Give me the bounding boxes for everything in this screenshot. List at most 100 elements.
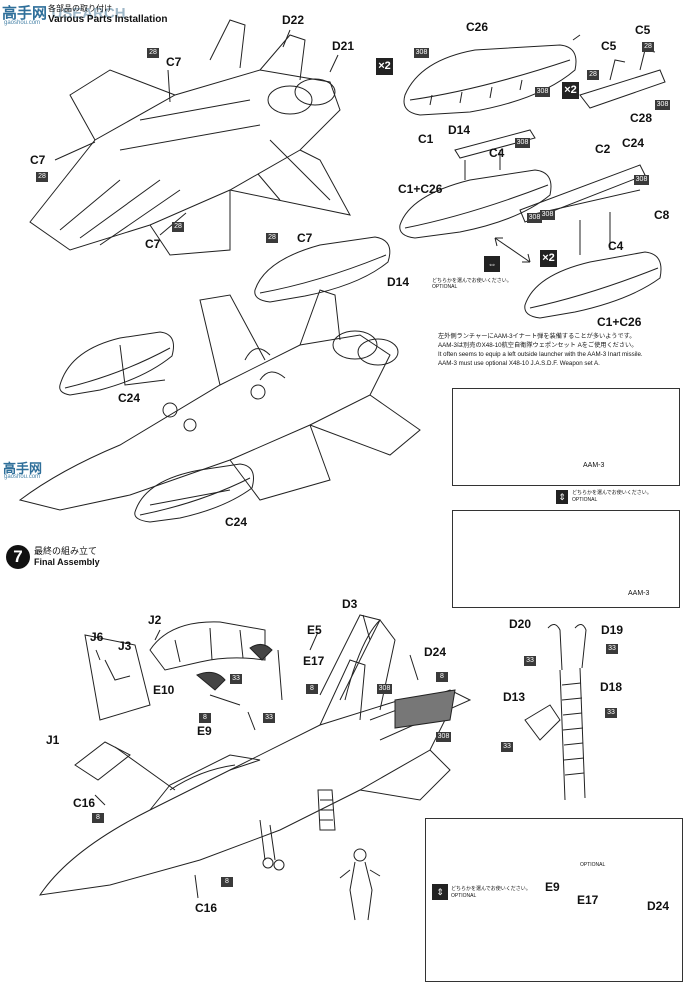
part-c26: C26	[466, 20, 489, 34]
part-e9-b: E9	[545, 880, 560, 894]
step6-title-en: Various Parts Installation	[48, 14, 168, 25]
step6-title-jp: 各部品の取り付け	[48, 4, 112, 13]
part-d19: D19	[601, 623, 624, 637]
optional-text-jp-d: どちらかを選んでお使いください。	[451, 886, 531, 892]
aam3-label-bottom: AAM-3	[628, 590, 650, 597]
color-28-b: 28	[36, 172, 48, 182]
part-j1: J1	[46, 733, 60, 747]
color-28-f: 28	[642, 42, 654, 52]
part-c24-c: C24	[225, 515, 248, 529]
color-8-e: 8	[221, 877, 233, 887]
aam3-note-line4: AAM-3 must use optional X48-10 J.A.S.D.F…	[438, 360, 600, 367]
watermark-url-2: gaoshou.com	[4, 474, 41, 480]
top-aircraft-fuselage	[29, 69, 341, 251]
aam3-label-top: AAM-3	[583, 462, 605, 469]
color-308-d: 308	[515, 138, 530, 148]
part-c24-b: C24	[118, 391, 141, 405]
part-c1: C1	[418, 132, 434, 146]
color-33-b: 33	[263, 713, 275, 723]
color-308-g: 308	[540, 210, 555, 220]
part-e5: E5	[307, 623, 322, 637]
middle-aircraft-fuselage	[18, 334, 391, 511]
part-c5-b: C5	[635, 23, 651, 37]
color-308-c: 308	[655, 100, 670, 110]
color-28-c: 28	[172, 222, 184, 232]
color-33-a: 33	[230, 674, 242, 684]
part-j2: J2	[148, 613, 162, 627]
part-d18: D18	[600, 680, 623, 694]
part-c7-d: C7	[297, 231, 313, 245]
part-d13: D13	[503, 690, 526, 704]
multiplier-x2-b: ×2	[562, 82, 579, 99]
part-e17-b: E17	[577, 893, 599, 907]
watermark-url: gaoshou.com	[4, 20, 41, 26]
part-j3: J3	[118, 639, 132, 653]
color-8-b: 8	[199, 713, 211, 723]
aam3-option-box-top	[452, 388, 680, 486]
ladder-d18	[559, 667, 586, 801]
part-c1-c26-b: C1+C26	[597, 315, 642, 329]
color-308-i: 308	[377, 684, 392, 694]
color-308-a: 308	[414, 48, 429, 58]
part-d3: D3	[342, 597, 358, 611]
color-33-c: 33	[524, 656, 536, 666]
color-8-c: 8	[436, 672, 448, 682]
optional-icon-d: ⇕	[432, 884, 448, 900]
part-d24-b: D24	[647, 899, 670, 913]
watermark-brand: USEARCH	[51, 5, 126, 22]
aam3-note-line2: AAM-3は別売のX48-10航空自衛隊ウェポンセット Aをご使用ください。	[438, 342, 638, 349]
color-33-d: 33	[606, 644, 618, 654]
part-c16-b: C16	[195, 901, 218, 915]
step7-title-en: Final Assembly	[34, 557, 100, 567]
part-c7-c: C7	[145, 237, 161, 251]
aam3-option-box-bottom	[452, 510, 680, 608]
part-j6: J6	[90, 630, 104, 644]
final-aircraft-fuselage	[38, 699, 446, 896]
color-308-f: 308	[634, 175, 649, 185]
optional-text-jp-b: どちらかを選んでお使いください。	[572, 490, 652, 496]
aam3-note-line3: It often seems to equip a left outside l…	[438, 351, 643, 358]
optional-text-en-a: OPTIONAL	[432, 284, 458, 290]
tank-c1-c26	[403, 44, 577, 116]
part-c16-a: C16	[73, 796, 96, 810]
part-c5-a: C5	[601, 39, 617, 53]
step7-title-jp: 最終の組み立て	[34, 546, 98, 556]
step7-header: 最終の組み立て Final Assembly	[34, 546, 100, 568]
aam3-note-line1: 左外側ランチャーにAAM-3イナート弾を装備することが多いようです。	[438, 333, 636, 340]
multiplier-x2-c: ×2	[540, 250, 557, 267]
color-28-e: 28	[587, 70, 599, 80]
part-c4-a: C4	[489, 146, 505, 160]
part-e10: E10	[153, 683, 175, 697]
part-d14-b: D14	[387, 275, 410, 289]
step7-number: 7	[13, 547, 23, 566]
step7-number-badge: 7	[6, 545, 30, 569]
part-d22: D22	[282, 13, 305, 27]
watermark-logo: 高手网 USEARCH	[2, 2, 126, 23]
part-c24-a: C24	[622, 136, 645, 150]
part-d14-a: D14	[448, 123, 471, 137]
optional-text-en-b: OPTIONAL	[572, 497, 598, 503]
part-d24-a: D24	[424, 645, 447, 659]
part-c4-b: C4	[608, 239, 624, 253]
part-d20: D20	[509, 617, 532, 631]
color-8-d: 8	[92, 813, 104, 823]
optional-text-jp-a: どちらかを選んでお使いください。	[432, 278, 512, 284]
part-c2: C2	[595, 142, 611, 156]
color-33-f: 33	[501, 742, 513, 752]
optional-text-en-c: OPTIONAL	[580, 862, 606, 868]
color-8-a: 8	[306, 684, 318, 694]
part-c7-b: C7	[30, 153, 46, 167]
part-d21: D21	[332, 39, 355, 53]
color-308-e: 308	[527, 213, 542, 223]
part-e9-a: E9	[197, 724, 212, 738]
part-c1-c26-a: C1+C26	[398, 182, 443, 196]
part-e17-a: E17	[303, 654, 325, 668]
part-c8: C8	[654, 208, 670, 222]
watermark-cn-2: 高手网	[3, 461, 43, 476]
step6-header: 各部品の取り付け Various Parts Installation	[48, 4, 167, 26]
optional-icon-a: ⇔	[484, 256, 500, 272]
optional-icon-b: ⇕	[556, 490, 568, 504]
canopy-option-box	[425, 818, 683, 982]
optional-text-en-d: OPTIONAL	[451, 893, 477, 899]
